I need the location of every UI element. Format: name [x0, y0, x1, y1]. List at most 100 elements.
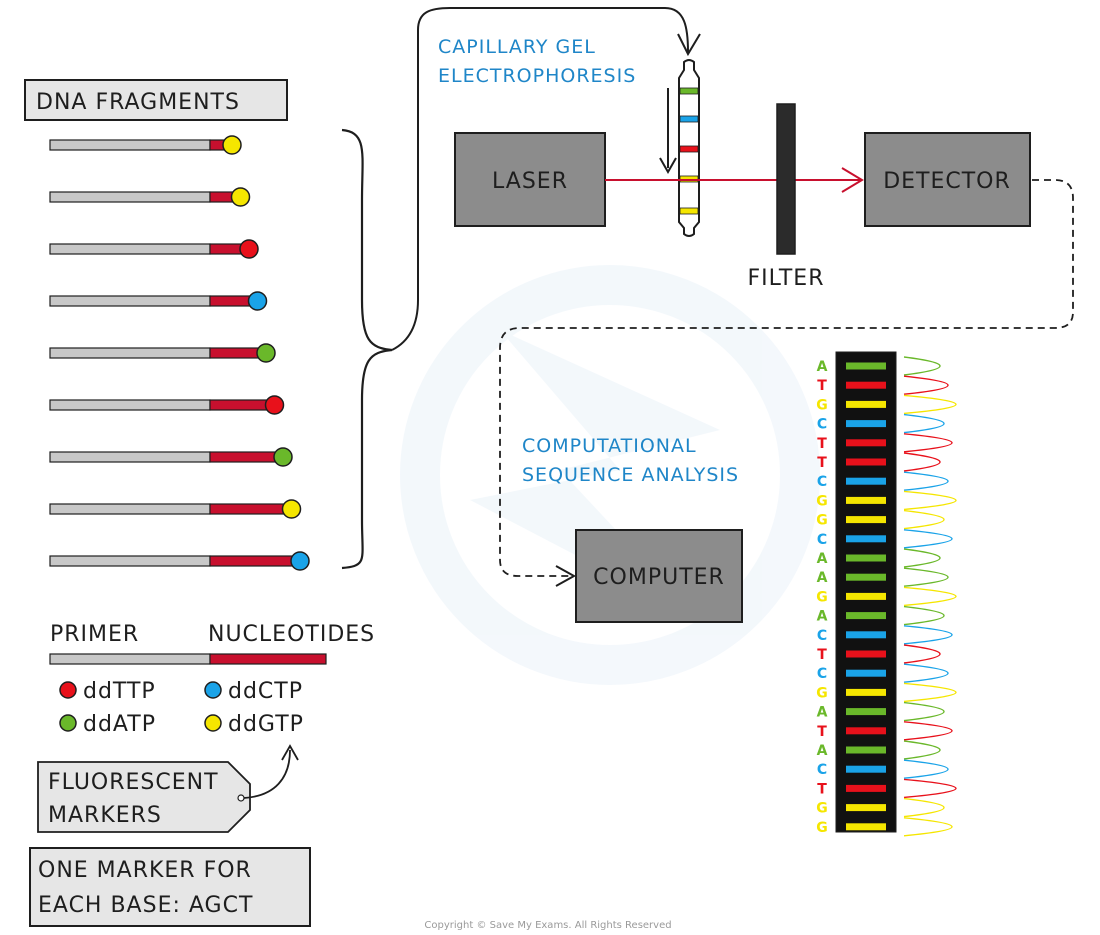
capillary-band [679, 145, 699, 153]
capillary-band [679, 115, 699, 123]
trace-peak [903, 356, 941, 376]
nucleotide-segment [209, 347, 259, 359]
fluorescent-marker-dot [290, 551, 310, 571]
sequence-band [846, 592, 886, 600]
primer-segment [49, 451, 211, 463]
fluorescent-markers-tag: FLUORESCENT MARKERS [37, 761, 251, 833]
marker-name: ddGTP [228, 712, 304, 737]
fluorescent-marker-dot [264, 395, 285, 415]
marker-swatch [204, 714, 222, 732]
marker-swatch [59, 714, 77, 732]
dna-fragment [49, 499, 302, 519]
primer-segment [49, 191, 211, 203]
sequence-band [846, 554, 886, 562]
sequence-band [846, 765, 886, 773]
sequence-band [846, 496, 886, 504]
base-letter: A [817, 570, 828, 586]
trace-peak [903, 778, 957, 799]
base-letter: T [817, 724, 827, 740]
dna-fragments-text: DNA FRAGMENTS [36, 90, 240, 115]
base-letter: C [817, 532, 827, 548]
sequence-band [846, 458, 886, 466]
base-letter: A [817, 359, 828, 375]
dna-fragment [49, 395, 285, 415]
dna-fragments-label: DNA FRAGMENTS [24, 79, 288, 121]
filter-label: FILTER [748, 266, 825, 291]
filter-bar [776, 103, 796, 255]
base-letter: G [816, 513, 828, 529]
marker-name: ddTTP [83, 679, 156, 704]
base-letter: G [816, 685, 828, 701]
base-letter: T [817, 781, 827, 797]
dna-fragment [49, 239, 259, 259]
fluorescent-marker-dot [247, 291, 268, 311]
base-letter: A [817, 551, 828, 567]
trace-peak [903, 605, 945, 626]
dna-fragment [49, 187, 251, 207]
sequence-band [846, 516, 886, 524]
sequence-band [846, 688, 886, 696]
primer-segment [49, 347, 211, 359]
primer-segment [49, 139, 211, 151]
nucleotide-segment [209, 243, 242, 255]
trace-peak [903, 471, 949, 491]
fragment-brace [341, 128, 393, 570]
marker-swatch [59, 681, 77, 699]
base-letter: A [817, 609, 828, 625]
primer-segment [49, 503, 211, 515]
fluorescent-label-line2: MARKERS [48, 803, 162, 828]
trace-peak [903, 394, 957, 415]
trace-peak [903, 682, 957, 703]
primer-label: PRIMER [50, 622, 139, 647]
sequence-band [846, 823, 886, 831]
legend-nucleotide-bar [209, 653, 327, 665]
copyright-notice: Copyright © Save My Exams. All Rights Re… [424, 920, 671, 931]
marker-legend-item: ddCTP [204, 679, 303, 704]
marker-name: ddCTP [228, 679, 303, 704]
computational-label-line1: COMPUTATIONAL [522, 435, 697, 457]
legend-primer-bar [49, 653, 211, 665]
trace-peak [903, 490, 957, 511]
trace-peak [903, 701, 945, 722]
base-letter: G [816, 589, 828, 605]
sequence-strip [835, 351, 897, 833]
fluorescent-label-line1: FLUORESCENT [48, 770, 219, 795]
computational-label-line2: SEQUENCE ANALYSIS [522, 464, 739, 486]
trace-peak [903, 509, 945, 530]
nucleotides-label: NUCLEOTIDES [208, 622, 375, 647]
primer-segment [49, 399, 211, 411]
dna-fragment [49, 343, 276, 363]
sequence-band [846, 784, 886, 792]
trace-peak [903, 740, 941, 760]
trace-peak [903, 721, 953, 741]
capillary-band [679, 207, 699, 215]
trace-peak [903, 433, 953, 453]
one-marker-line2: EACH BASE: AGCT [38, 893, 253, 918]
base-letter: C [817, 474, 827, 490]
fluorescent-marker-dot [230, 187, 251, 207]
watermark-logo [400, 265, 820, 685]
trace-peaks [903, 356, 957, 837]
laser-label: LASER [492, 169, 568, 194]
laser-beam-arrowhead [841, 167, 864, 193]
dashed-connector [499, 179, 1074, 577]
trace-peak [903, 375, 949, 395]
trace-peak [903, 625, 953, 645]
dna-fragment [49, 135, 242, 155]
fluorescent-marker-dot [281, 499, 302, 519]
base-letter: G [816, 493, 828, 509]
sequence-band [846, 708, 886, 716]
capillary-band [679, 87, 699, 95]
marker-legend-item: ddGTP [204, 712, 304, 737]
trace-peak [903, 586, 957, 607]
base-letter: T [817, 436, 827, 452]
base-letter: A [817, 705, 828, 721]
sequence-band [846, 804, 886, 812]
base-letter: G [816, 397, 828, 413]
sequence-band [846, 381, 886, 389]
nucleotide-segment [209, 503, 285, 515]
sequence-band [846, 650, 886, 658]
base-letter: G [816, 801, 828, 817]
